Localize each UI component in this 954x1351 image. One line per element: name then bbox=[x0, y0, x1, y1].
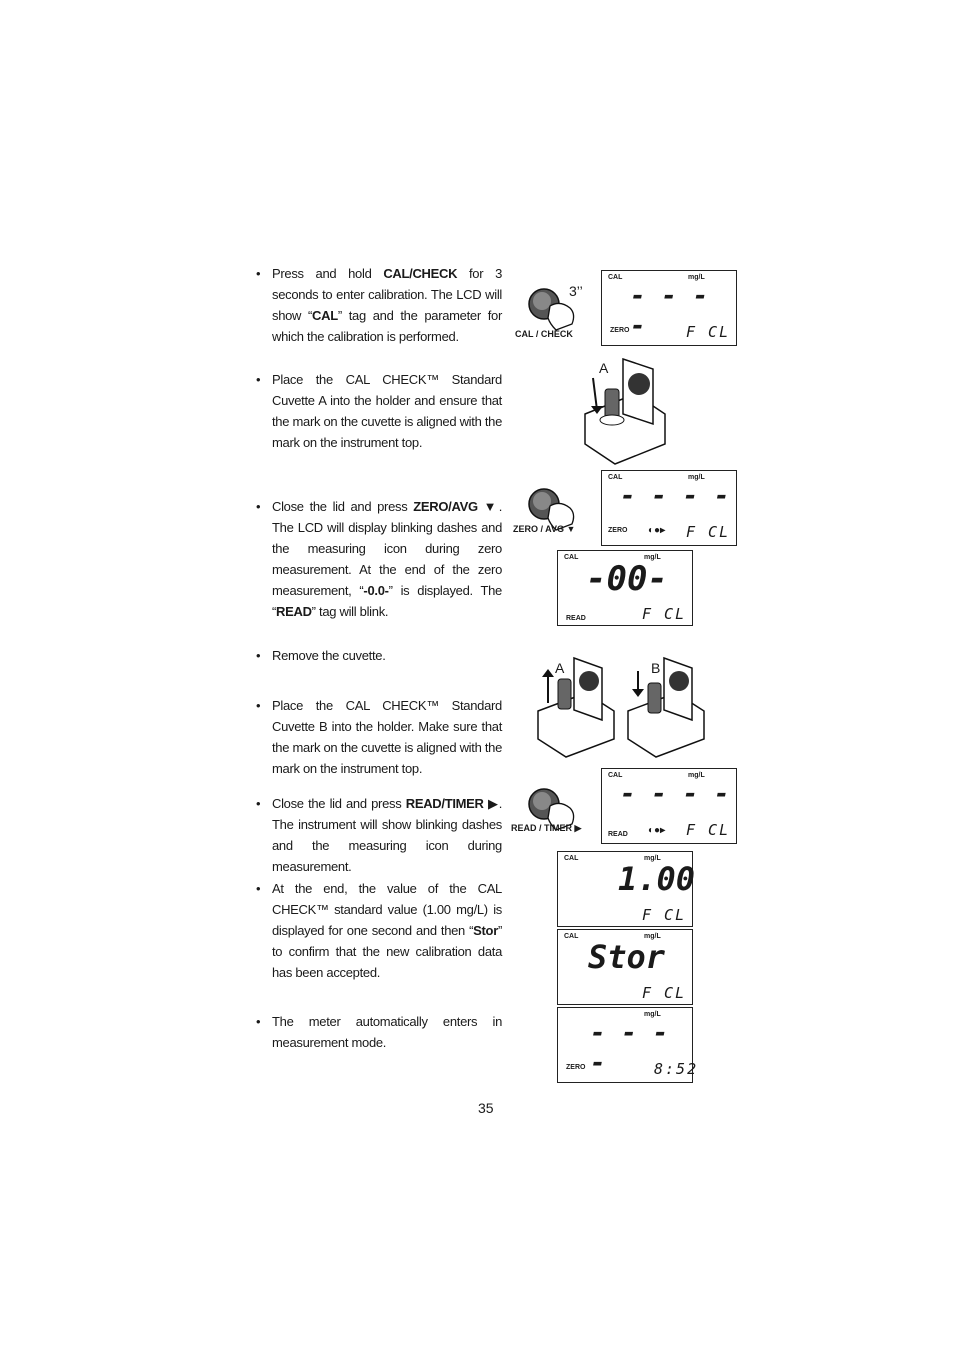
step-measurement-mode: • The meter automatically enters in meas… bbox=[256, 1014, 502, 1050]
cuvette-a-label-2: A bbox=[555, 660, 565, 676]
lcd-read-display: CAL mg/L - - - - READ ◐●▸ F CL bbox=[601, 768, 737, 844]
step-read-measurement: • Close the lid and press READ/TIMER ▶. … bbox=[256, 796, 503, 874]
zero-avg-label: ZERO / AVG ▼ bbox=[513, 524, 576, 534]
read-timer-label: READ / TIMER ▶ bbox=[511, 823, 582, 833]
cal-check-button-icon bbox=[528, 288, 575, 331]
step-place-cuvette-b: • Place the CAL CHECK™ Standard Cuvette … bbox=[256, 698, 502, 776]
hold-time-label: 3’’ bbox=[569, 283, 583, 299]
step-enter-calibration: • Press and hold CAL/CHECK for 3 seconds… bbox=[256, 266, 502, 344]
meter-cuvette-swap-icon bbox=[537, 656, 705, 758]
step-remove-cuvette: • Remove the cuvette. bbox=[256, 648, 386, 663]
step-zero-measurement: • Close the lid and press ZERO/AVG ▼. Th… bbox=[256, 499, 502, 619]
lcd-stor-display: CAL mg/L Stor F CL bbox=[557, 929, 693, 1005]
cuvette-b-label: B bbox=[651, 660, 661, 676]
lcd-zero-display: CAL mg/L - - - - ZERO ◐●▸ F CL bbox=[601, 470, 737, 546]
lcd-zero-result-display: CAL mg/L -00- READ F CL bbox=[557, 550, 693, 626]
step-place-cuvette-a: • Place the CAL CHECK™ Standard Cuvette … bbox=[256, 372, 502, 450]
lcd-cal-display: CAL mg/L - - - - ZERO F CL bbox=[601, 270, 737, 346]
lcd-measurement-mode-display: mg/L - - - - ZERO 8:52 bbox=[557, 1007, 696, 1083]
cal-check-label: CAL / CHECK bbox=[515, 329, 573, 339]
step-stor-confirm: • At the end, the value of the CAL CHECK… bbox=[256, 881, 502, 980]
page-number: 35 bbox=[478, 1100, 494, 1116]
meter-with-cuvette-a-icon bbox=[584, 357, 666, 465]
measuring-icon: ◐●▸ bbox=[648, 825, 666, 836]
measuring-icon: ◐●▸ bbox=[648, 525, 666, 536]
lcd-standard-value-display: CAL mg/L 1.00 F CL bbox=[557, 851, 695, 927]
zero-avg-button-icon bbox=[528, 488, 575, 531]
read-timer-button-icon bbox=[528, 788, 575, 831]
cuvette-a-label-1: A bbox=[599, 360, 609, 376]
